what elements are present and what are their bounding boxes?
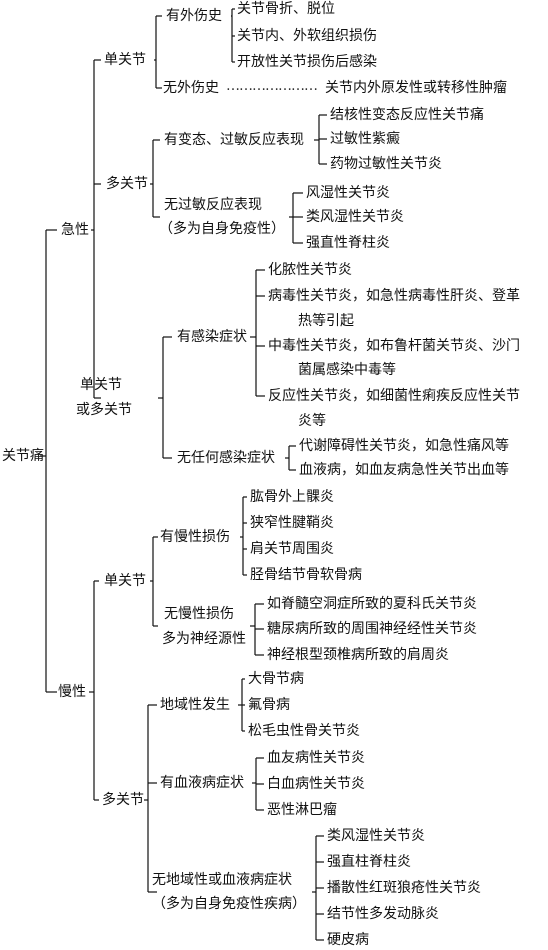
no-trauma-item: 关节内外原发性或转移性肿瘤 (325, 80, 507, 96)
chronic-injury-item-3: 肩关节周围炎 (250, 541, 334, 557)
single-or-multi-label-line2: 或多关节 (76, 402, 132, 418)
allergic-label: 有变态、过敏反应表现 (164, 132, 304, 148)
trauma-item-1: 关节骨折、脱位 (237, 1, 335, 17)
infection-item-3-line2: 菌属感染中毒等 (298, 362, 396, 378)
endemic-item-1: 大骨节病 (248, 671, 304, 687)
no-trauma-history-label: 无外伤史 (163, 80, 219, 96)
chronic-injury-item-4: 胫骨结节骨软骨病 (250, 567, 362, 583)
no-endemic-label-line1: 无地域性或血液病症状 (152, 872, 292, 888)
no-endemic-item-3: 播散性红斑狼疮性关节炎 (327, 880, 481, 896)
endemic-label: 地域性发生 (160, 697, 230, 713)
trauma-history-label: 有外伤史 (166, 8, 222, 24)
no-injury-label-line2: 多为神经源性 (162, 631, 246, 647)
chronic-single-joint-label: 单关节 (104, 573, 146, 589)
endemic-item-3: 松毛虫性骨关节炎 (248, 723, 360, 739)
no-infection-item-2: 血液病，如血友病急性关节出血等 (299, 462, 509, 478)
chronic-label: 慢性 (58, 684, 86, 700)
allergic-item-2: 过敏性紫癜 (330, 131, 400, 147)
no-infection-item-1: 代谢障碍性关节炎，如急性痛风等 (299, 438, 509, 454)
no-trauma-leader-dots: ………………… (226, 78, 318, 94)
acute-multi-joint-label: 多关节 (106, 176, 148, 192)
non-allergic-item-3: 强直性脊柱炎 (306, 235, 390, 251)
chronic-injury-item-2: 狭窄性腱鞘炎 (250, 515, 334, 531)
no-endemic-item-1: 类风湿性关节炎 (327, 828, 425, 844)
chronic-multi-joint-label: 多关节 (102, 792, 144, 808)
no-endemic-item-4: 结节性多发动脉炎 (327, 906, 439, 922)
trauma-item-2: 关节内、外软组织损伤 (237, 28, 377, 44)
no-endemic-item-2: 强直柱脊柱炎 (327, 854, 411, 870)
blood-item-2: 白血病性关节炎 (267, 776, 365, 792)
infection-item-2-line1: 病毒性关节炎，如急性病毒性肝炎、登革 (268, 288, 520, 304)
acute-single-joint-label: 单关节 (104, 52, 146, 68)
infection-label: 有感染症状 (177, 329, 247, 345)
no-injury-label-line1: 无慢性损伤 (164, 606, 234, 622)
infection-item-4-line1: 反应性关节炎，如细菌性痢疾反应性关节 (268, 388, 520, 404)
infection-item-2-line2: 热等引起 (298, 313, 354, 329)
no-endemic-item-5: 硬皮病 (327, 932, 369, 948)
trauma-item-3: 开放性关节损伤后感染 (237, 54, 377, 70)
non-allergic-label-line2: （多为自身免疫性） (159, 221, 285, 237)
no-endemic-label-line2: （多为自身免疫性疾病） (152, 896, 306, 912)
chronic-injury-label: 有慢性损伤 (160, 529, 230, 545)
infection-item-1: 化脓性关节炎 (268, 262, 352, 278)
no-injury-item-2: 糖尿病所致的周围神经经性关节炎 (267, 621, 477, 637)
infection-item-4-line2: 炎等 (298, 413, 326, 429)
chronic-injury-item-1: 肱骨外上髁炎 (250, 489, 334, 505)
no-injury-item-1: 如脊髓空洞症所致的夏科氏关节炎 (267, 596, 477, 612)
non-allergic-item-2: 类风湿性关节炎 (306, 209, 404, 225)
blood-item-3: 恶性淋巴瘤 (267, 802, 337, 818)
blood-disease-label: 有血液病症状 (160, 775, 244, 791)
infection-item-3-line1: 中毒性关节炎，如布鲁杆菌关节炎、沙门 (268, 338, 520, 354)
no-injury-item-3: 神经根型颈椎病所致的肩周炎 (267, 647, 449, 663)
non-allergic-item-1: 风湿性关节炎 (306, 185, 390, 201)
allergic-item-3: 药物过敏性关节炎 (330, 156, 442, 172)
blood-item-1: 血友病性关节炎 (267, 750, 365, 766)
root-joint-pain: 关节痛 (2, 448, 44, 464)
no-infection-label: 无任何感染症状 (177, 450, 275, 466)
non-allergic-label-line1: 无过敏反应表现 (164, 197, 262, 213)
endemic-item-2: 氟骨病 (248, 697, 290, 713)
single-or-multi-label-line1: 单关节 (80, 377, 122, 393)
acute-label: 急性 (61, 222, 89, 238)
allergic-item-1: 结核性变态反应性关节痛 (330, 107, 484, 123)
